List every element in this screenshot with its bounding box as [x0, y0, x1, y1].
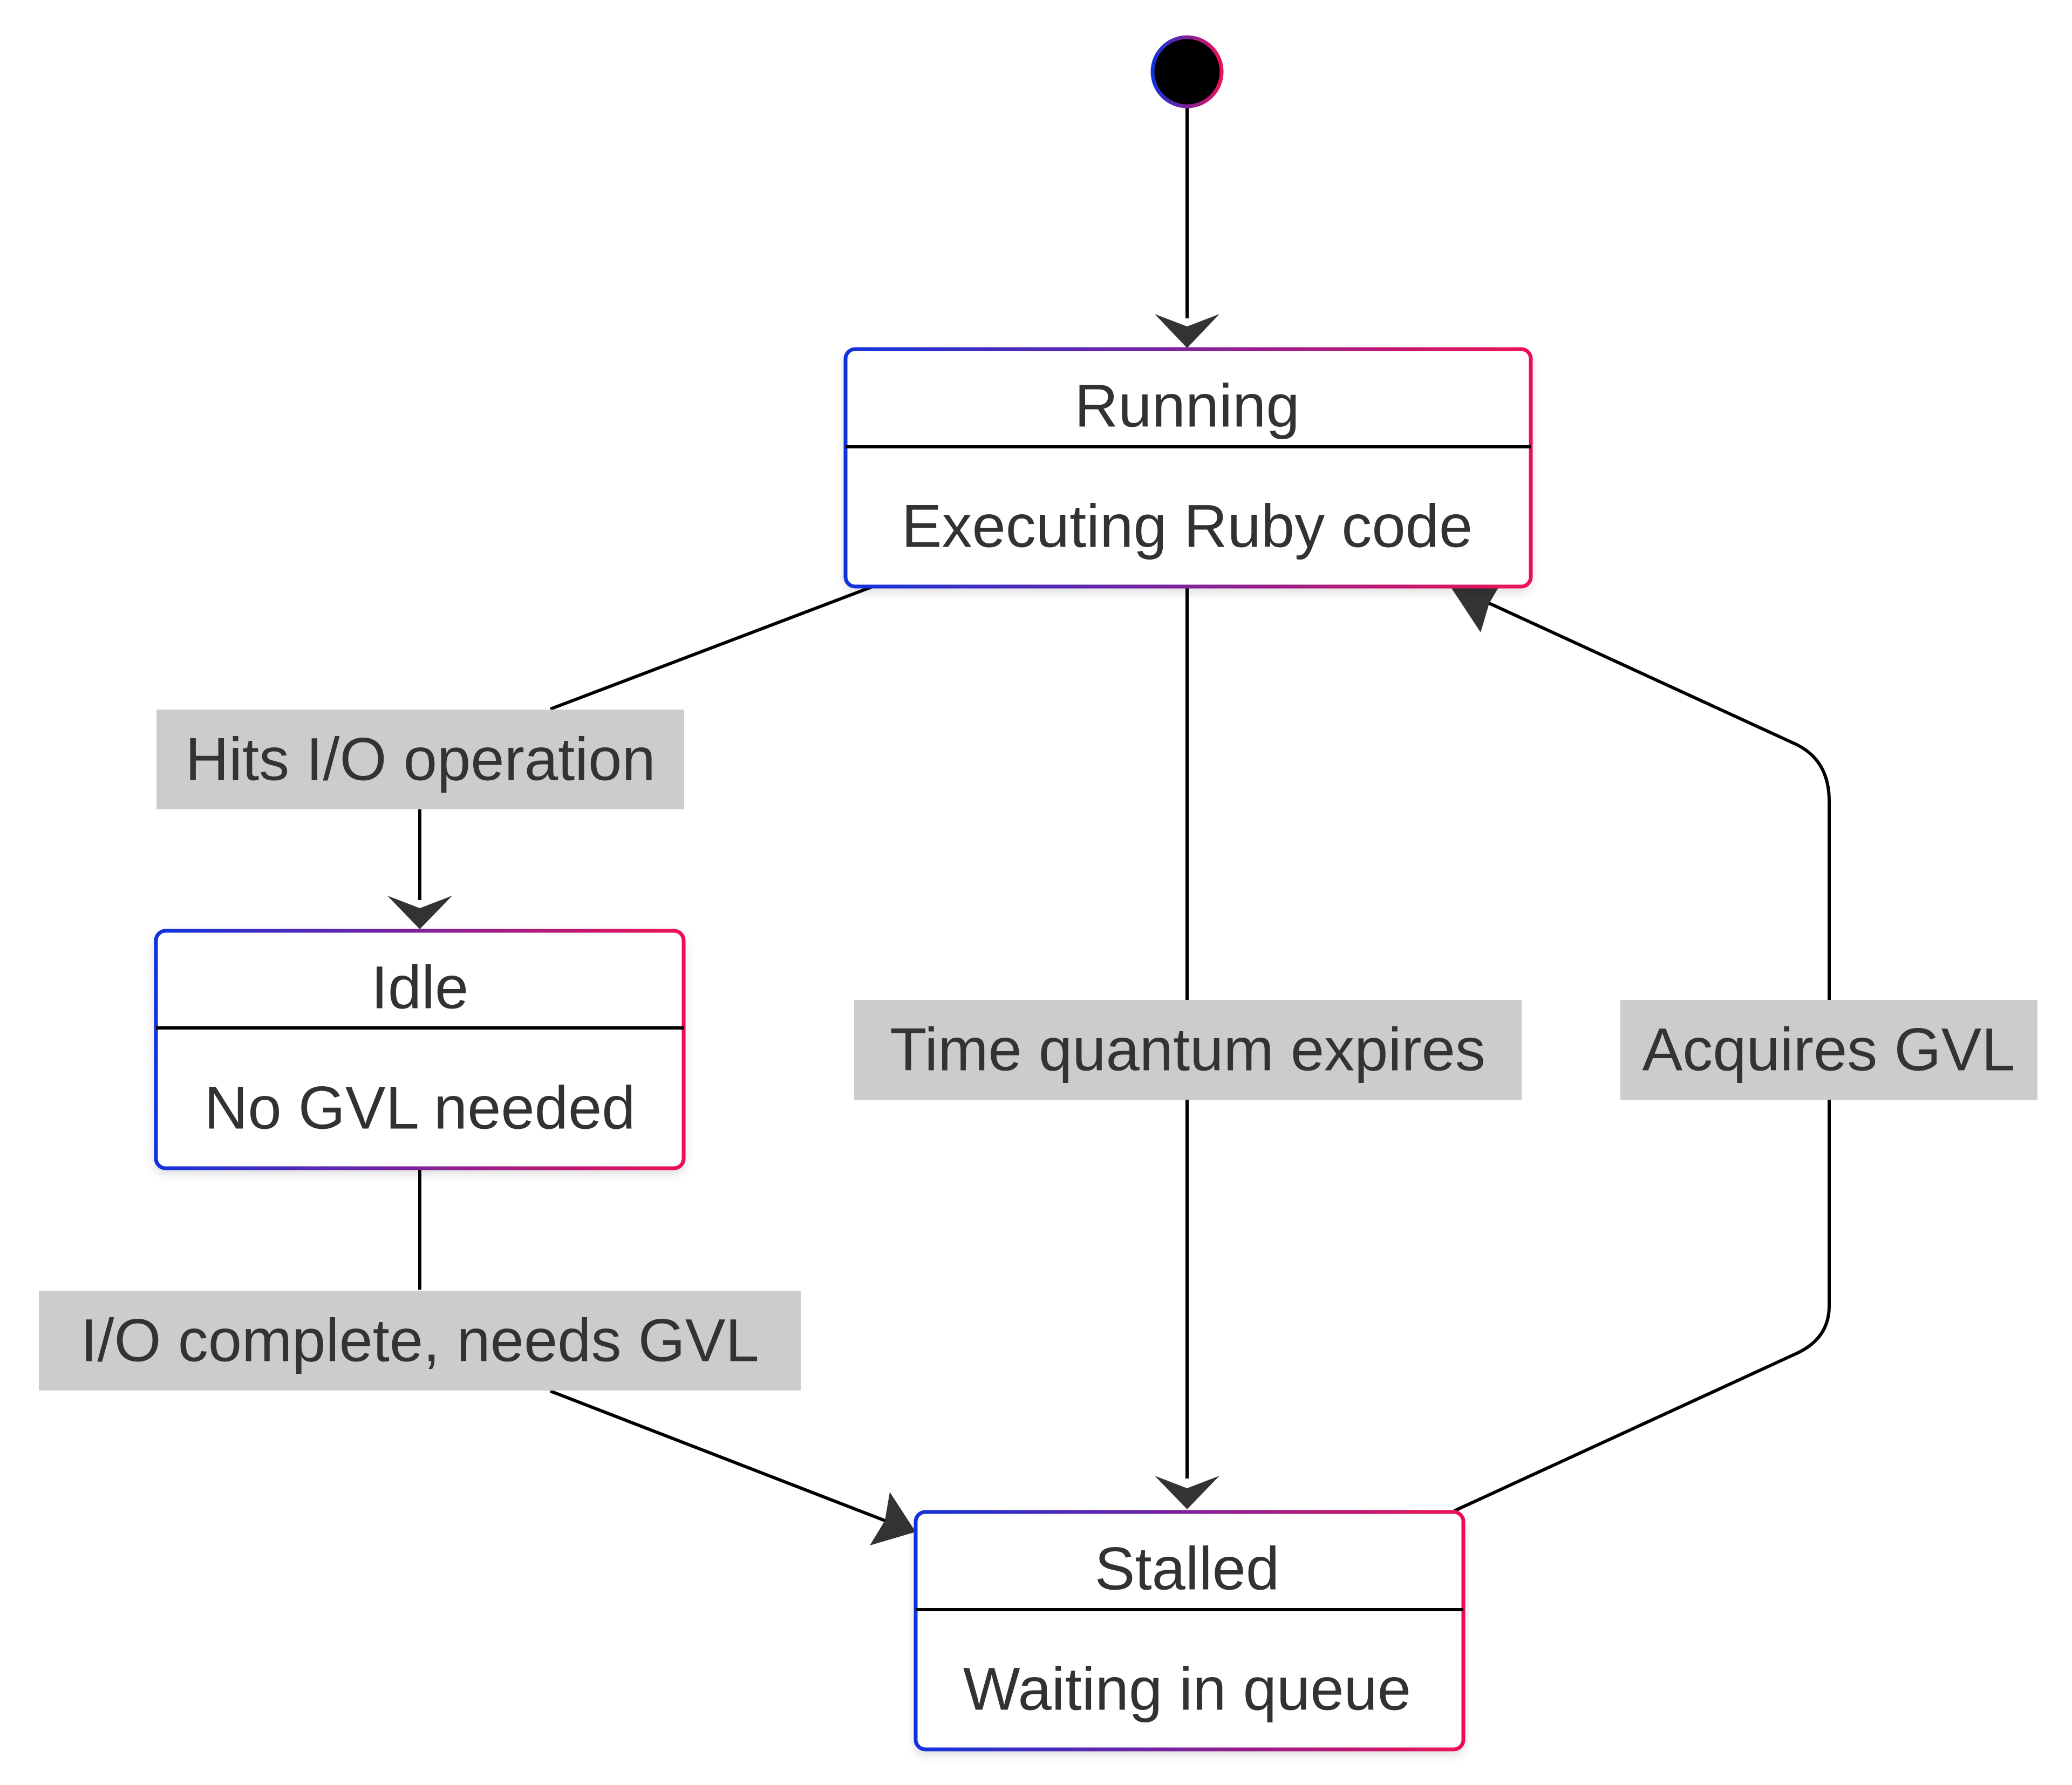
edge-label-text: I/O complete, needs GVL	[80, 1307, 759, 1374]
edge-label-stalled-to-running: Acquires GVL	[1620, 1000, 2037, 1100]
edge-line	[549, 1389, 886, 1522]
edge-label-text: Time quantum expires	[890, 1016, 1485, 1084]
state-stalled[interactable]: Stalled Waiting in queue	[914, 1510, 1466, 1752]
state-box	[154, 929, 686, 1170]
arrowhead	[387, 896, 452, 929]
transition-idle-to-stalled	[418, 1168, 916, 1545]
edge-line	[1453, 602, 1831, 1513]
arrowhead	[1155, 314, 1219, 348]
transition-start-to-running	[1155, 108, 1219, 348]
state-description: Waiting in queue	[963, 1655, 1411, 1723]
label-background	[39, 1291, 801, 1391]
edge-label-text: Acquires GVL	[1642, 1016, 2015, 1084]
state-title: Stalled	[1095, 1535, 1279, 1603]
state-running[interactable]: Running Executing Ruby code	[843, 347, 1533, 589]
arrowhead	[870, 1492, 916, 1545]
start-node	[1150, 35, 1224, 108]
transition-running-to-idle	[387, 585, 873, 929]
state-title: Running	[1074, 372, 1299, 440]
label-background	[854, 1000, 1522, 1100]
transition-stalled-to-running	[1451, 575, 1831, 1513]
label-background	[156, 710, 684, 809]
label-background	[1620, 1000, 2037, 1100]
edge-label-running-to-stalled: Time quantum expires	[854, 1000, 1522, 1100]
state-box	[914, 1510, 1466, 1752]
state-box	[843, 347, 1533, 589]
state-idle[interactable]: Idle No GVL needed	[154, 929, 686, 1170]
arrowhead	[1451, 575, 1506, 632]
arrowhead	[1155, 1476, 1219, 1509]
state-description: Executing Ruby code	[902, 493, 1473, 560]
edge-label-idle-to-stalled: I/O complete, needs GVL	[39, 1291, 801, 1391]
state-description: No GVL needed	[204, 1074, 635, 1142]
edge-label-text: Hits I/O operation	[185, 726, 656, 793]
edge-line	[549, 585, 873, 711]
state-title: Idle	[371, 954, 469, 1021]
edge-label-running-to-idle: Hits I/O operation	[156, 710, 684, 809]
